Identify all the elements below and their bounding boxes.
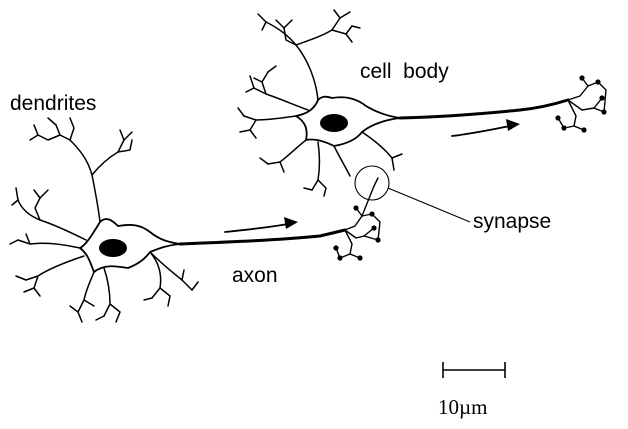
arrow-upper-axon-direction: [451, 119, 520, 137]
neuron-upper-right-axon: [398, 98, 570, 120]
neuron-upper-right: [237, 9, 607, 197]
scale-bar: [442, 362, 506, 378]
label-cell-body: cell body: [360, 60, 449, 83]
neuron-lower-left-terminal-boutons: [333, 205, 381, 261]
neuron-upper-right-axon-terminal: [557, 77, 607, 131]
scale-bar-label: 10µm: [438, 395, 487, 419]
neuron-lower-left-nucleus: [99, 239, 127, 257]
neuron-lower-left-synapse-projection: [361, 177, 379, 217]
label-dendrites: dendrites: [10, 92, 96, 115]
neuron-lower-left-axon: [178, 228, 347, 246]
neuron-upper-right-dendrites: [237, 9, 403, 197]
label-synapse: synapse: [473, 210, 551, 233]
neuron-lower-left: [9, 117, 381, 323]
synapse-circle: [354, 165, 390, 201]
neuron-lower-left-body: [79, 218, 181, 273]
neuron-upper-right-terminal-boutons: [555, 75, 607, 133]
arrow-lower-axon-direction: [224, 217, 298, 233]
synapse-pointer-line: [387, 187, 471, 223]
neuron-upper-right-nucleus: [320, 114, 348, 132]
neuron-upper-right-body: [295, 95, 401, 147]
label-axon: axon: [232, 264, 278, 287]
neuron-lower-left-dendrites: [9, 117, 199, 323]
